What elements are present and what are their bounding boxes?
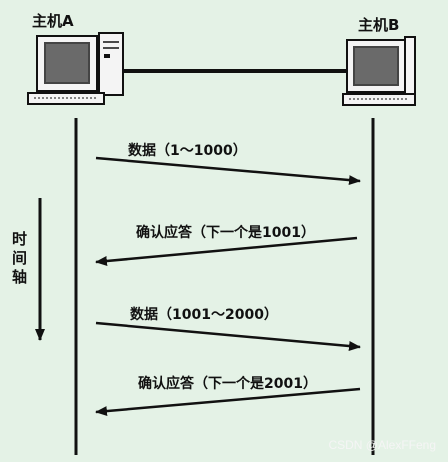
message-arrow-4 [95, 387, 361, 417]
message-label-2: 确认应答（下一个是1001） [136, 225, 315, 241]
message-label-3: 数据（1001～2000） [130, 307, 278, 323]
host-a-computer-icon [27, 32, 124, 105]
watermark: CSDN @AlexFFeng [328, 438, 436, 452]
message-arrow-1 [95, 156, 361, 186]
host-b-computer-icon [342, 36, 416, 106]
message-label-4: 确认应答（下一个是2001） [138, 376, 317, 392]
message-arrow-2 [95, 236, 358, 266]
host-b-label: 主机B [358, 16, 400, 34]
time-axis-label: 时间轴 [12, 230, 28, 286]
message-arrow-3 [95, 321, 361, 351]
message-label-1: 数据（1～1000） [128, 143, 247, 159]
host-a-label: 主机A [32, 12, 74, 30]
